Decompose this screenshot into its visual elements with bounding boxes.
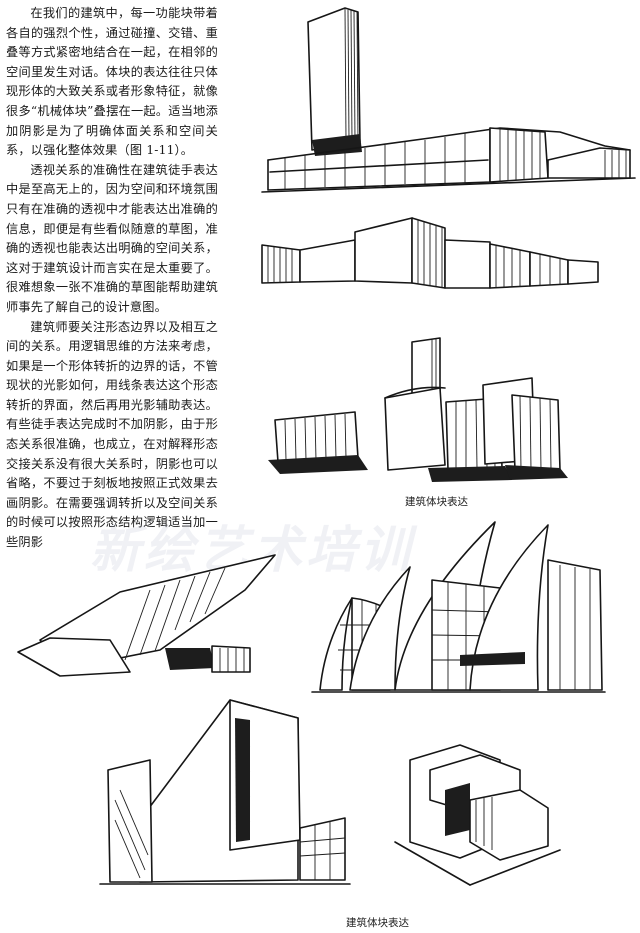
caption-top: 建筑体块表达: [405, 496, 468, 508]
tower-shading: [344, 8, 359, 142]
paragraph-1: 在我们的建筑中，每一功能块带着各自的强烈个性，通过碰撞、交错、重叠等方式紧密地结…: [6, 6, 218, 158]
caption-bottom: 建筑体块表达: [346, 917, 409, 929]
body-text-column: 在我们的建筑中，每一功能块带着各自的强烈个性，通过碰撞、交错、重叠等方式紧密地结…: [6, 4, 218, 553]
paragraph-2: 透视关系的准确性在建筑徒手表达中是至高无上的，因为空间和环境氛围只有在准确的透视…: [6, 162, 218, 314]
paragraph-3: 建筑师要关注形态边界以及相互之间的关系。用逻辑思维的方法来考虑，如果是一个形体转…: [6, 319, 218, 550]
facade-grid: [284, 133, 466, 189]
